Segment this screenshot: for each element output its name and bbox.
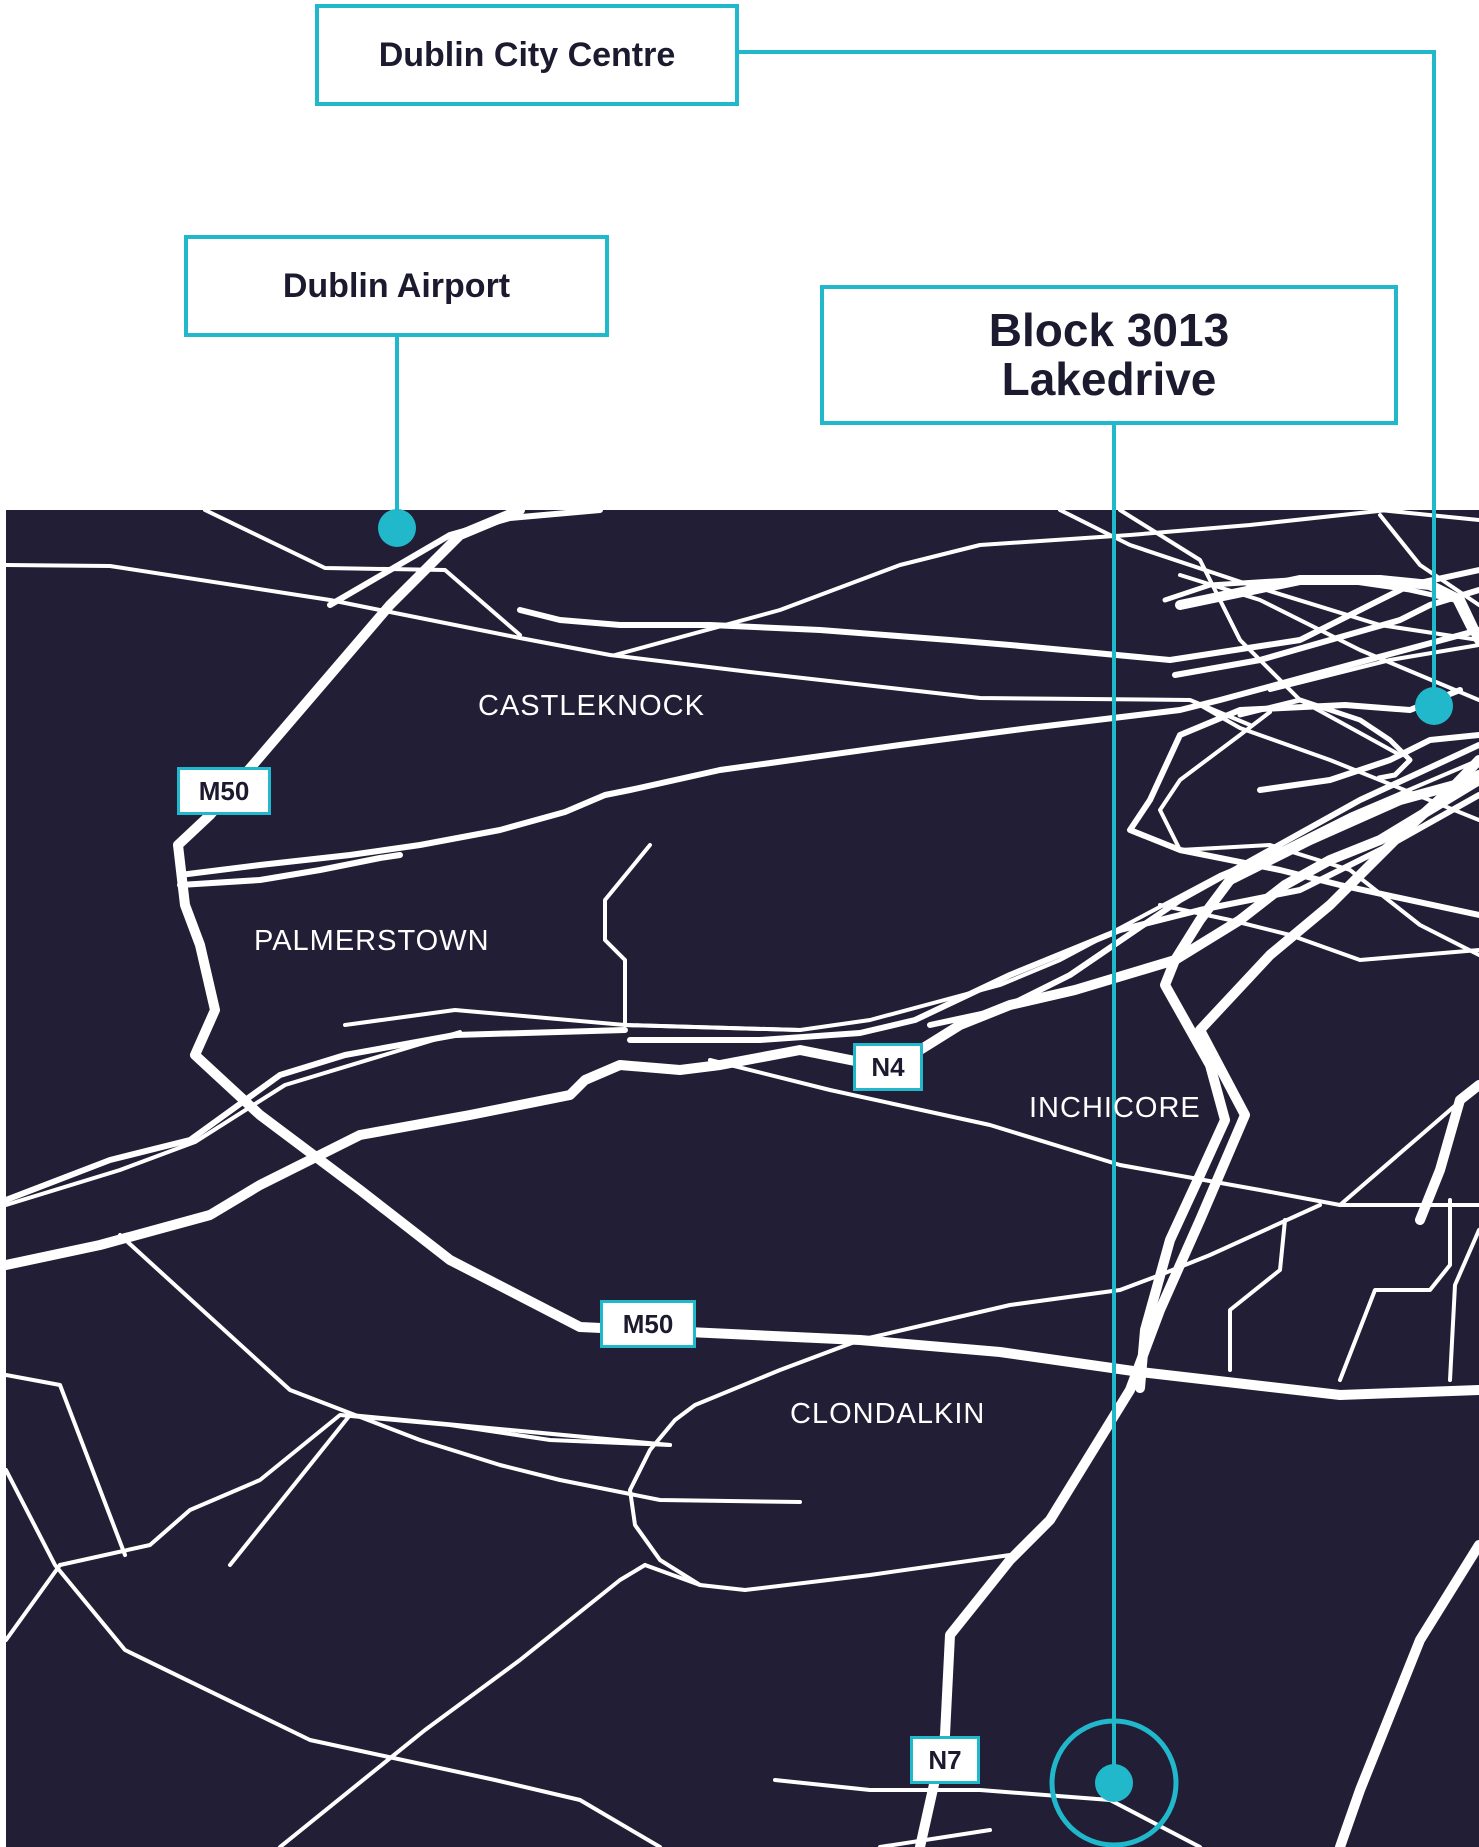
area-label-castleknock: CASTLEKNOCK xyxy=(478,690,705,722)
pointer-lines xyxy=(395,50,1436,1783)
dublin-airport-callout: Dublin Airport xyxy=(184,235,609,337)
block-title-line1: Block 3013 xyxy=(988,304,1230,356)
area-label-clondalkin: CLONDALKIN xyxy=(790,1398,986,1430)
city-loop-roads xyxy=(1162,577,1473,781)
dublin-city-centre-callout: Dublin City Centre xyxy=(315,4,739,106)
target-ring-icon xyxy=(1049,1718,1179,1847)
road-shield-m50-south: M50 xyxy=(600,1300,696,1348)
area-label-inchicore: INCHICORE xyxy=(1029,1092,1201,1124)
road-shield-n7: N7 xyxy=(910,1736,980,1784)
airport-marker-dot xyxy=(378,509,416,547)
dublin-airport-label: Dublin Airport xyxy=(282,266,511,305)
city-centre-pointer-line xyxy=(739,50,1436,706)
map-background xyxy=(6,510,1479,1847)
road-shield-m50-north: M50 xyxy=(177,767,271,815)
block-3013-callout: Block 3013 Lakedrive xyxy=(820,285,1398,425)
area-label-palmerstown: PALMERSTOWN xyxy=(254,925,490,957)
city-centre-marker-dot xyxy=(1415,687,1453,725)
road-shield-n4: N4 xyxy=(853,1043,923,1091)
dublin-city-centre-label: Dublin City Centre xyxy=(378,35,676,74)
block-title-line2: Lakedrive xyxy=(1001,353,1217,405)
motorways xyxy=(6,510,1479,1847)
